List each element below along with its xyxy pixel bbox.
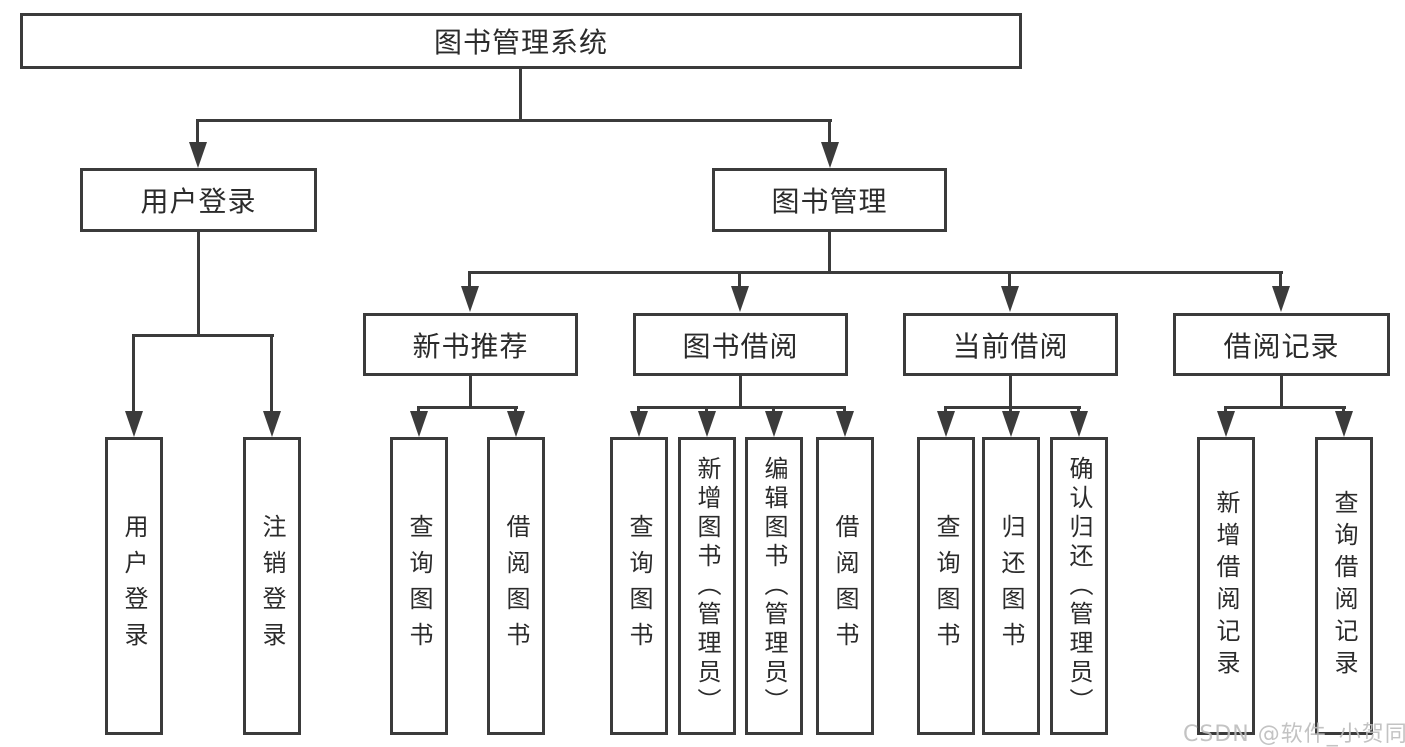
node-book-management-label: 图书管理	[771, 185, 888, 218]
leaf-add-borrow-record-label: 新增借阅记录	[1212, 490, 1240, 682]
connector-recommend-stem	[469, 376, 472, 408]
arrow-down-icon	[1070, 406, 1088, 437]
leaf-logout-label: 注销登录	[258, 514, 286, 658]
arrow-down-icon	[836, 406, 854, 437]
leaf-borrow-books-label: 借阅图书	[831, 514, 859, 658]
arrow-down-icon	[731, 271, 749, 312]
node-book-borrowing: 图书借阅	[633, 313, 848, 376]
arrow-down-icon	[461, 271, 479, 312]
leaf-query-books-label: 查询图书	[405, 514, 433, 658]
leaf-confirm-return-admin: 确认归还（管理员）	[1050, 437, 1108, 735]
arrow-down-icon	[410, 406, 428, 437]
arrow-down-icon	[937, 406, 955, 437]
node-new-book-recommend: 新书推荐	[363, 313, 578, 376]
leaf-edit-books-admin: 编辑图书（管理员）	[745, 437, 803, 735]
leaf-return-books: 归还图书	[982, 437, 1040, 735]
leaf-query-books-label: 查询图书	[932, 514, 960, 658]
connector-user-stem	[197, 232, 200, 336]
connector-root-bar	[197, 119, 832, 122]
arrow-down-icon	[821, 119, 839, 168]
arrow-down-icon	[1217, 406, 1235, 437]
node-borrow-records: 借阅记录	[1173, 313, 1390, 376]
leaf-query-books: 查询图书	[390, 437, 448, 735]
arrow-down-icon	[507, 406, 525, 437]
connector-records-stem	[1280, 376, 1283, 408]
watermark: CSDN @软件_小贺同学	[1183, 722, 1405, 747]
leaf-borrow-books: 借阅图书	[816, 437, 874, 735]
node-book-borrowing-label: 图书借阅	[682, 329, 799, 363]
node-current-borrowing: 当前借阅	[903, 313, 1118, 376]
arrow-down-icon	[189, 119, 207, 168]
arrow-down-icon	[125, 334, 143, 437]
node-current-borrowing-label: 当前借阅	[952, 329, 1069, 363]
node-root: 图书管理系统	[20, 13, 1022, 69]
leaf-query-books-label: 查询图书	[625, 514, 653, 658]
node-book-management: 图书管理	[712, 168, 947, 232]
node-user-login-label: 用户登录	[140, 185, 257, 218]
leaf-query-borrow-record: 查询借阅记录	[1315, 437, 1373, 735]
leaf-logout: 注销登录	[243, 437, 301, 735]
connector-borrowing-bar	[637, 406, 846, 409]
leaf-edit-books-admin-label: 编辑图书（管理员）	[760, 455, 788, 717]
connector-records-bar	[1224, 406, 1346, 409]
leaf-confirm-return-admin-label: 确认归还（管理员）	[1065, 455, 1093, 717]
node-root-label: 图书管理系统	[433, 26, 608, 59]
leaf-borrow-books: 借阅图书	[487, 437, 545, 735]
node-new-book-recommend-label: 新书推荐	[412, 329, 529, 363]
arrow-down-icon	[698, 406, 716, 437]
arrow-down-icon	[1001, 271, 1019, 312]
arrow-down-icon	[1002, 406, 1020, 437]
connector-root-stem	[519, 69, 522, 119]
connector-borrowing-stem	[739, 376, 742, 408]
connector-current-bar	[944, 406, 1081, 409]
arrow-down-icon	[1335, 406, 1353, 437]
leaf-add-books-admin: 新增图书（管理员）	[678, 437, 736, 735]
arrow-down-icon	[630, 406, 648, 437]
arrow-down-icon	[1272, 271, 1290, 312]
node-borrow-records-label: 借阅记录	[1223, 329, 1340, 363]
connector-recommend-bar	[417, 406, 518, 409]
leaf-return-books-label: 归还图书	[997, 514, 1025, 658]
leaf-query-books: 查询图书	[917, 437, 975, 735]
leaf-query-borrow-record-label: 查询借阅记录	[1330, 490, 1358, 682]
connector-user-bar	[133, 334, 274, 337]
node-user-login: 用户登录	[80, 168, 317, 232]
leaf-add-borrow-record: 新增借阅记录	[1197, 437, 1255, 735]
connector-mgmt-stem	[828, 232, 831, 273]
leaf-user-login: 用户登录	[105, 437, 163, 735]
connector-current-stem	[1009, 376, 1012, 408]
arrow-down-icon	[263, 334, 281, 437]
leaf-user-login-label: 用户登录	[120, 514, 148, 658]
connector-mgmt-bar	[469, 271, 1283, 274]
arrow-down-icon	[765, 406, 783, 437]
leaf-borrow-books-label: 借阅图书	[502, 514, 530, 658]
leaf-query-books: 查询图书	[610, 437, 668, 735]
leaf-add-books-admin-label: 新增图书（管理员）	[693, 455, 721, 717]
